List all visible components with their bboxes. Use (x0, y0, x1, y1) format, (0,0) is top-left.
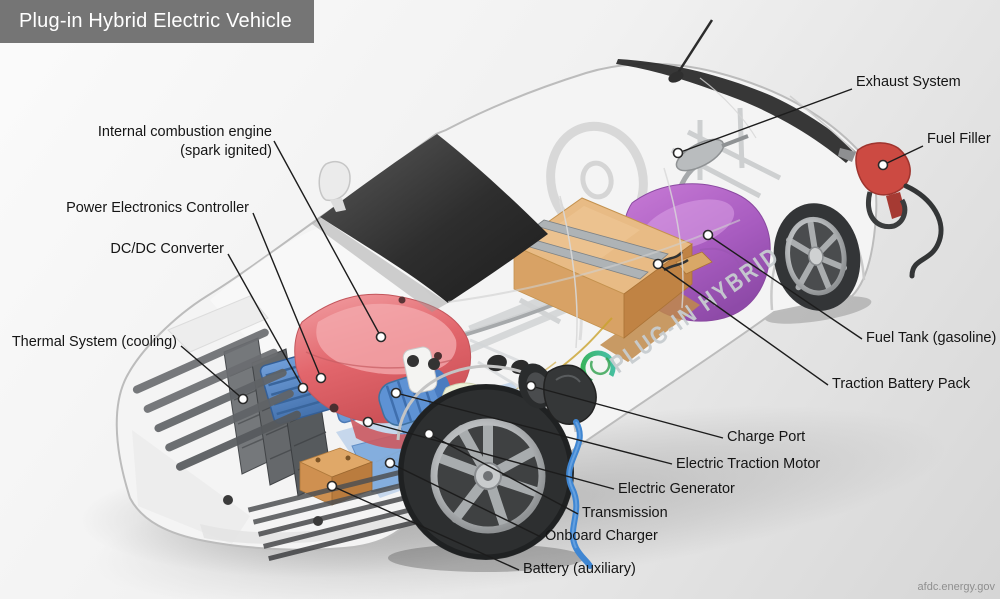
roof-antenna (668, 19, 714, 83)
label-fuel-filler: Fuel Filler (927, 131, 991, 147)
auxiliary-battery (298, 447, 374, 506)
source-watermark: afdc.energy.gov (917, 581, 995, 593)
label-traction-battery-pack: Traction Battery Pack (832, 376, 971, 392)
label-onboard-charger: Onboard Charger (545, 528, 658, 544)
glass (312, 59, 856, 312)
label-electric-traction-motor: Electric Traction Motor (676, 456, 821, 472)
title-banner: Plug-in Hybrid Electric Vehicle (0, 0, 314, 43)
label-fuel-tank: Fuel Tank (gasoline) (866, 330, 997, 346)
traction-battery-pack (375, 197, 713, 469)
label-thermal-system: Thermal System (cooling) (11, 334, 177, 350)
label-internal-combustion-engine: Internal combustion engine (spark ignite… (97, 124, 272, 159)
label-exhaust-system: Exhaust System (856, 74, 961, 90)
label-dcdc-converter: DC/DC Converter (110, 241, 224, 257)
callout-dots (237, 147, 889, 492)
label-charge-port: Charge Port (727, 429, 806, 445)
parking-sensor (223, 495, 233, 505)
fuel-hose (903, 183, 944, 279)
callouts (180, 88, 924, 571)
label-transmission: Transmission (582, 505, 668, 521)
label-power-electronics-controller: Power Electronics Controller (66, 200, 249, 216)
side-mirror (318, 160, 351, 212)
rear-wheel (773, 203, 861, 311)
label-electric-generator: Electric Generator (618, 481, 735, 497)
parking-sensor (313, 516, 323, 526)
page-title: Plug-in Hybrid Electric Vehicle (19, 10, 292, 32)
windshield (320, 134, 548, 303)
label-battery-auxiliary: Battery (auxiliary) (523, 561, 636, 577)
